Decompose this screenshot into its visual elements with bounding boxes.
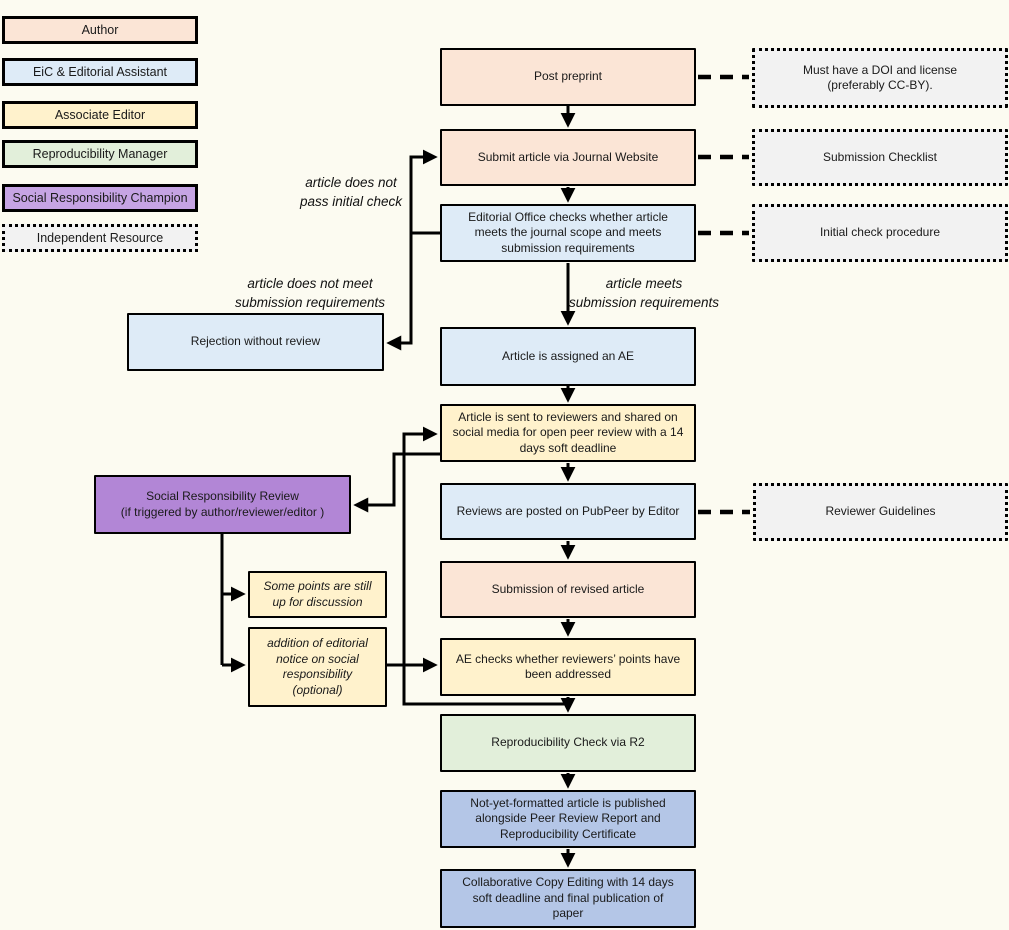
node-some-points: Some points are still up for discussion (248, 571, 387, 618)
legend-item-social-responsibility-champion: Social Responsibility Champion (2, 184, 198, 212)
node-copy-edit: Collaborative Copy Editing with 14 days … (440, 869, 696, 928)
node-social-responsibility-review: Social Responsibility Review (if trigger… (94, 475, 351, 534)
node-editorial-check: Editorial Office checks whether article … (440, 204, 696, 262)
node-ae-checks: AE checks whether reviewers’ points have… (440, 638, 696, 696)
condition-label-not-meet: article does not meet submission require… (234, 276, 386, 310)
node-revised-article: Submission of revised article (440, 561, 696, 618)
arrow-initial-check-fail-resubmit (409, 149, 440, 235)
node-pubpeer: Reviews are posted on PubPeer by Editor (440, 483, 696, 540)
node-editorial-notice: addition of editorial notice on social r… (248, 627, 387, 707)
node-assigned-ae: Article is assigned an AE (440, 327, 696, 386)
side-note-reviewer-guidelines: Reviewer Guidelines (753, 483, 1008, 541)
arrow-reviewers-to-social-review (353, 452, 440, 513)
legend-item-reproducibility-manager: Reproducibility Manager (2, 140, 198, 168)
legend-item-author: Author (2, 16, 198, 44)
condition-label-not-pass: article does not pass initial check (299, 175, 403, 209)
node-repro-check: Reproducibility Check via R2 (440, 714, 696, 772)
side-note-checklist: Submission Checklist (752, 129, 1008, 186)
legend-item-eic-editorial-assistant: EiC & Editorial Assistant (2, 58, 198, 86)
node-submit-article: Submit article via Journal Website (440, 129, 696, 186)
node-sent-reviewers: Article is sent to reviewers and shared … (440, 404, 696, 462)
legend-item-independent-resource: Independent Resource (2, 224, 198, 252)
legend-item-associate-editor: Associate Editor (2, 101, 198, 129)
node-post-preprint: Post preprint (440, 48, 696, 106)
condition-label-meets: article meets submission requirements (568, 276, 720, 310)
loop-arrow-ae-checks-back-to-reviewers (402, 426, 568, 706)
arrow-requirements-fail-to-rejection (386, 233, 413, 351)
node-published: Not-yet-formatted article is published a… (440, 790, 696, 848)
side-note-initial-check: Initial check procedure (752, 204, 1008, 262)
side-note-doi: Must have a DOI and license (preferably … (752, 48, 1008, 108)
node-rejection: Rejection without review (127, 313, 384, 371)
